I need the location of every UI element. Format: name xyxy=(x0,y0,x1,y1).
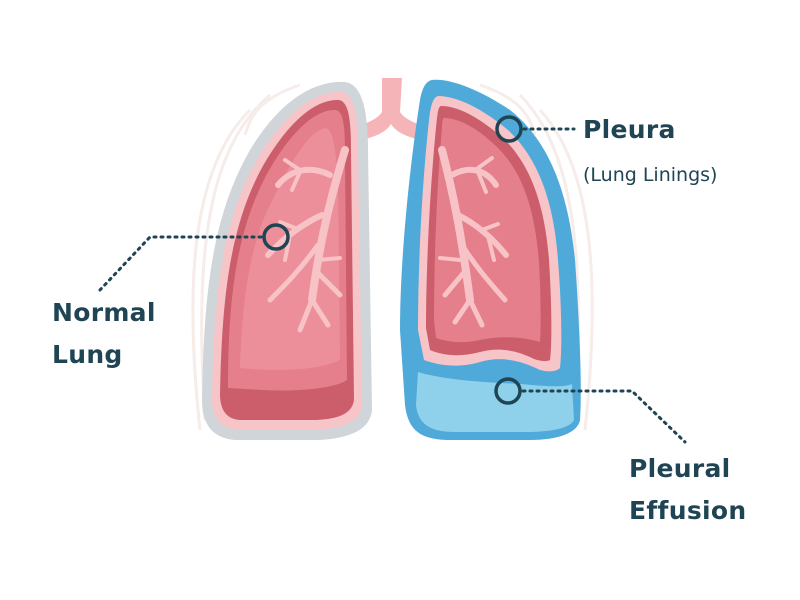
pleural-effusion-label: Pleural Effusion xyxy=(629,448,746,532)
normal-lung xyxy=(202,81,372,440)
normal-lung-marker-circle xyxy=(262,223,290,251)
annotations xyxy=(98,115,687,444)
normal-lung-leader-line xyxy=(98,235,263,292)
pleura-sub-label: (Lung Linings) xyxy=(583,163,717,187)
effusion-lung xyxy=(400,79,581,440)
normal-lung-label: Normal Lung xyxy=(52,292,156,376)
normal-lung-label-line1: Normal xyxy=(52,298,156,327)
pleural-effusion-marker-circle xyxy=(494,377,522,405)
normal-lung-label-line2: Lung xyxy=(52,340,123,369)
pleural-fluid-pool xyxy=(416,372,574,432)
pleura-label-text: Pleura xyxy=(583,115,676,144)
effusion-lung-bronchi xyxy=(438,146,509,328)
trachea xyxy=(354,78,428,140)
normal-lung-highlight xyxy=(240,128,340,370)
pleural-effusion-label-line1: Pleural xyxy=(629,454,731,483)
pleura-label: Pleura xyxy=(583,109,676,151)
pleura-marker-circle xyxy=(495,115,523,143)
pleura-sub-label-text: (Lung Linings) xyxy=(583,164,718,186)
pleural-effusion-label-line2: Effusion xyxy=(629,496,747,525)
pleural-effusion-leader-line xyxy=(521,389,687,444)
normal-lung-bronchi xyxy=(265,146,349,333)
